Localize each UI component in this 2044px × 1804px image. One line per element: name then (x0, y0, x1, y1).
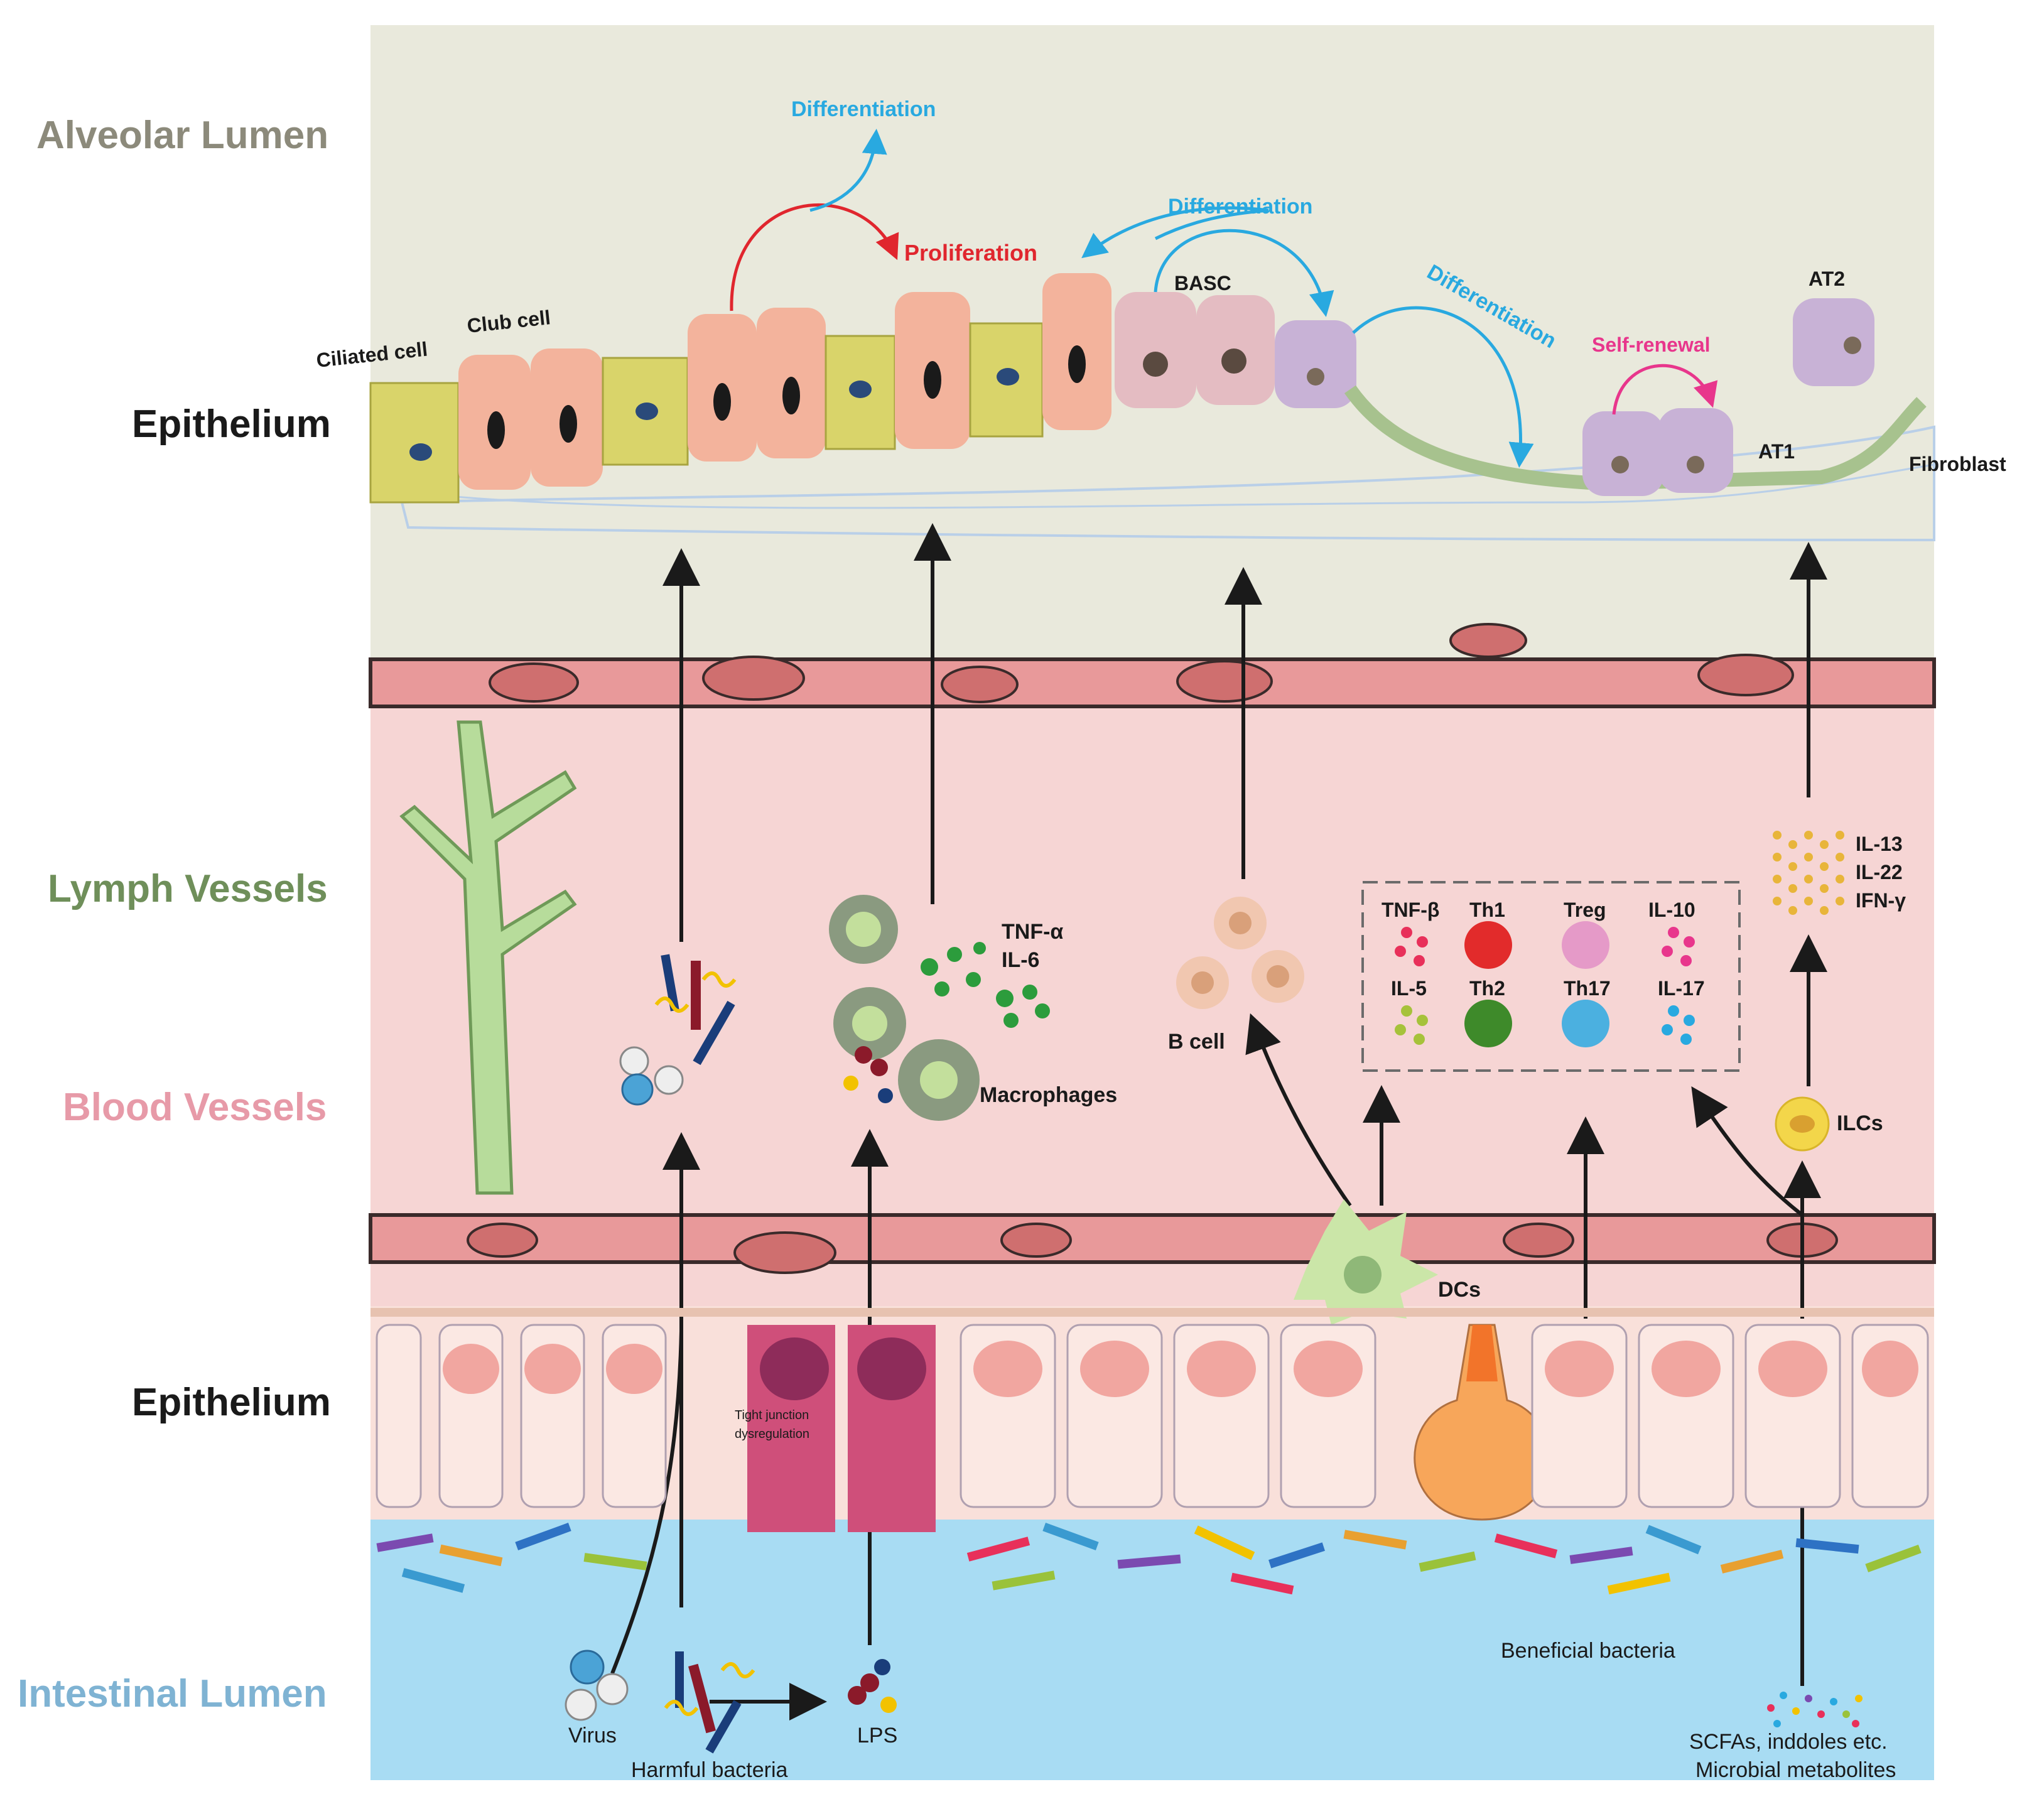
label-tight-junction-2: dysregulation (735, 1427, 809, 1441)
label-macrophages: Macrophages (980, 1083, 1117, 1107)
lower-endothelium (369, 1213, 1936, 1274)
differentiation-mid-arrow (1154, 229, 1334, 317)
il13-il22-ifng-dots (1773, 831, 1844, 915)
label-differentiation-top: Differentiation (791, 97, 936, 121)
label-il13: IL-13 (1856, 833, 1903, 855)
virus-particles (565, 1650, 629, 1721)
label-at2: AT2 (1809, 267, 1845, 290)
at2-cell (1582, 411, 1664, 496)
th17-cell (1562, 1000, 1609, 1047)
label-metabolites-2: Microbial metabolites (1695, 1758, 1896, 1782)
lps-particles (848, 1659, 897, 1713)
side-label-gut-epithelium: Epithelium (132, 1381, 331, 1424)
il10-dots (1662, 927, 1695, 966)
bacteria-in-blood (619, 954, 737, 1106)
b-cells (1176, 897, 1304, 1009)
label-tnf-beta: TNF-β (1382, 899, 1439, 921)
side-label-blood-vessels: Blood Vessels (63, 1086, 327, 1129)
label-lps: LPS (857, 1724, 897, 1747)
label-tnf-alpha: TNF-α (1002, 920, 1063, 944)
il5-dots (1395, 1005, 1428, 1045)
gut-epithelium (370, 1308, 1934, 1532)
label-harmful-bacteria: Harmful bacteria (631, 1758, 788, 1782)
basc-cell (1115, 292, 1196, 408)
label-th17: Th17 (1564, 977, 1611, 1000)
label-virus: Virus (568, 1724, 617, 1747)
at2-cell (1793, 298, 1874, 386)
label-b-cell: B cell (1168, 1030, 1225, 1054)
label-ilcs: ILCs (1837, 1111, 1883, 1135)
il17-dots (1662, 1005, 1695, 1045)
side-label-lung-epithelium: Epithelium (132, 402, 331, 446)
harmful-bacteria (664, 1651, 755, 1754)
label-il22: IL-22 (1856, 861, 1903, 883)
microbiota-band (376, 1523, 1922, 1595)
label-self-renewal: Self-renewal (1592, 333, 1711, 356)
label-proliferation: Proliferation (904, 240, 1037, 266)
blood-vessel-panel (370, 659, 1934, 1319)
differentiation-top-arrow (809, 129, 887, 212)
label-treg: Treg (1564, 899, 1606, 921)
lung-epithelium (369, 273, 1935, 542)
label-beneficial-bacteria: Beneficial bacteria (1501, 1639, 1675, 1663)
side-label-intestinal-lumen: Intestinal Lumen (18, 1672, 327, 1715)
label-il10: IL-10 (1648, 899, 1695, 921)
at1-cell (1344, 385, 1927, 491)
differentiation-right-arrow (1352, 306, 1534, 468)
label-il5: IL-5 (1391, 977, 1427, 1000)
label-th2: Th2 (1469, 977, 1505, 1000)
proliferation-arrow (730, 203, 899, 311)
self-renewal-arrow (1612, 364, 1718, 415)
label-th1: Th1 (1469, 899, 1505, 921)
side-label-alveolar-lumen: Alveolar Lumen (36, 114, 329, 157)
macrophages (829, 895, 980, 1121)
differentiation-left-arrow (1086, 206, 1269, 254)
th2-cell (1464, 1000, 1512, 1047)
t-helper-box (1361, 881, 1741, 1072)
label-basc: BASC (1174, 272, 1231, 294)
th1-cell (1464, 921, 1512, 969)
microbial-metabolites-dots (1767, 1692, 1863, 1727)
tnf-beta-dots (1395, 927, 1428, 966)
label-il6: IL-6 (1002, 948, 1039, 972)
at2-cell (1275, 320, 1356, 408)
lymph-vessel (399, 720, 577, 1195)
label-tight-junction-1: Tight junction (735, 1408, 809, 1422)
treg-cell (1562, 921, 1609, 969)
upper-endothelium (369, 623, 1936, 708)
label-ifn-gamma: IFN-γ (1856, 889, 1906, 912)
label-dcs: DCs (1438, 1278, 1481, 1302)
label-fibroblast: Fibroblast (1909, 453, 2006, 475)
label-il17: IL-17 (1658, 977, 1705, 1000)
ciliated-cell (369, 382, 460, 504)
systemic-arrows (610, 523, 1827, 1720)
label-at1: AT1 (1758, 440, 1795, 463)
at2-cell (1658, 408, 1733, 493)
side-label-lymph-vessels: Lymph Vessels (48, 867, 328, 910)
tnf-alpha-il6-dots (921, 942, 1050, 1028)
label-metabolites-1: SCFAs, inddoles etc. (1689, 1730, 1888, 1754)
